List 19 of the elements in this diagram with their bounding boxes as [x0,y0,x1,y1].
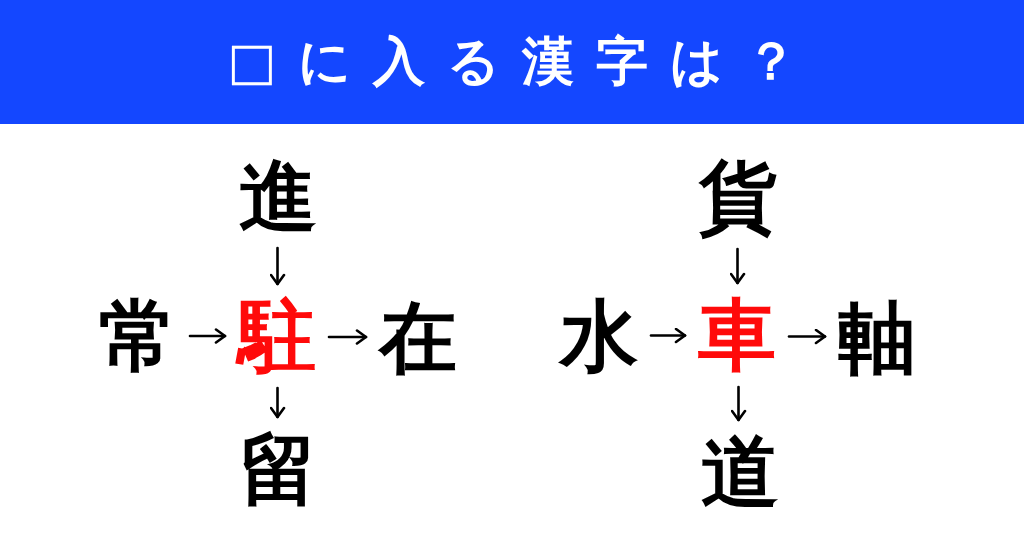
kanji-text: 進 [226,144,330,248]
answer-kanji: 駐 [225,284,329,388]
arrow [729,247,746,285]
arrow [649,327,687,344]
kanji-text: 水 [547,284,651,388]
answer-kanji: 車 [685,283,789,387]
title-text: □に入る漢字は？ [225,32,820,92]
arrow [730,385,747,422]
arrow [269,246,286,286]
kanji-text: 貨 [686,145,790,249]
arrow [327,329,368,345]
arrow [269,386,286,419]
arrow [787,328,827,345]
kanji-text: 常 [86,284,190,388]
arrow [188,328,227,344]
kanji-text: 軸 [825,286,929,390]
kanji-text: 留 [226,417,330,521]
kanji-text: 在 [366,286,470,390]
kanji-text: 道 [688,420,792,524]
